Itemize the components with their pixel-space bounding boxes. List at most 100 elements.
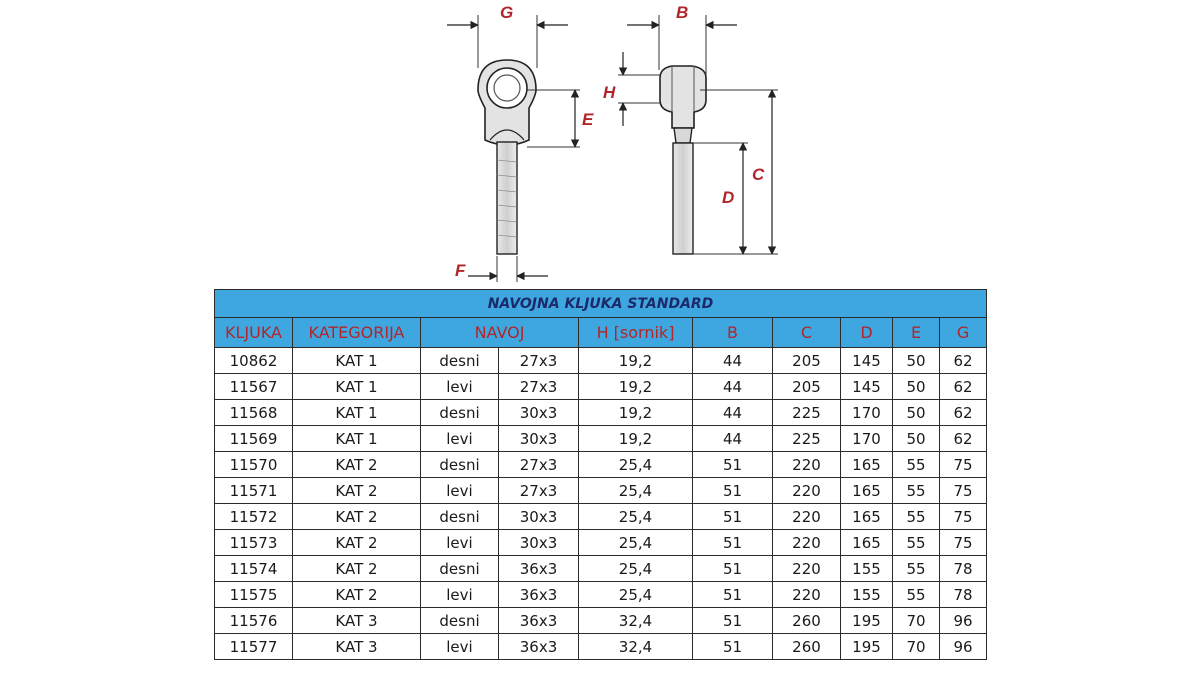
cell-navoj-dim: 27x3: [498, 477, 579, 504]
cell-c: 260: [772, 607, 841, 634]
front-view: G E F: [447, 3, 594, 282]
header-g: G: [938, 317, 988, 348]
cell-h-sornik: 25,4: [578, 451, 693, 478]
cell-navoj-dim: 36x3: [498, 581, 579, 608]
cell-kljuka: 11569: [214, 425, 293, 452]
cell-g: 78: [938, 581, 988, 608]
cell-navoj-dim: 36x3: [498, 633, 579, 660]
cell-c: 220: [772, 451, 841, 478]
cell-navoj-smer: desni: [420, 451, 499, 478]
table-title-row: NAVOJNA KLJUKA STANDARD: [213, 289, 988, 318]
table-title: NAVOJNA KLJUKA STANDARD: [213, 289, 988, 318]
cell-h-sornik: 32,4: [578, 633, 693, 660]
cell-e: 55: [892, 581, 940, 608]
header-kategorija: KATEGORIJA: [292, 317, 421, 348]
cell-g: 75: [938, 529, 988, 556]
cell-kategorija: KAT 1: [292, 399, 421, 426]
header-d: D: [840, 317, 893, 348]
cell-kategorija: KAT 3: [292, 607, 421, 634]
cell-kljuka: 11570: [214, 451, 293, 478]
cell-g: 75: [938, 451, 988, 478]
cell-navoj-dim: 36x3: [498, 607, 579, 634]
cell-c: 220: [772, 529, 841, 556]
cell-c: 225: [772, 399, 841, 426]
cell-navoj-smer: desni: [420, 607, 499, 634]
cell-e: 70: [892, 607, 940, 634]
cell-navoj-dim: 27x3: [498, 373, 579, 400]
label-f: F: [455, 261, 466, 280]
cell-h-sornik: 25,4: [578, 555, 693, 582]
cell-kategorija: KAT 2: [292, 503, 421, 530]
label-d: D: [722, 188, 734, 207]
cell-g: 78: [938, 555, 988, 582]
cell-kategorija: KAT 1: [292, 373, 421, 400]
cell-kljuka: 11575: [214, 581, 293, 608]
cell-navoj-smer: desni: [420, 399, 499, 426]
cell-d: 165: [840, 529, 893, 556]
cell-g: 62: [938, 373, 988, 400]
cell-kategorija: KAT 2: [292, 477, 421, 504]
cell-navoj-dim: 30x3: [498, 399, 579, 426]
cell-g: 75: [938, 477, 988, 504]
cell-d: 195: [840, 607, 893, 634]
cell-d: 195: [840, 633, 893, 660]
cell-h-sornik: 25,4: [578, 581, 693, 608]
cell-kategorija: KAT 2: [292, 581, 421, 608]
cell-c: 220: [772, 503, 841, 530]
cell-c: 260: [772, 633, 841, 660]
cell-h-sornik: 19,2: [578, 373, 693, 400]
cell-b: 51: [692, 633, 773, 660]
cell-d: 155: [840, 555, 893, 582]
cell-b: 51: [692, 477, 773, 504]
cell-e: 50: [892, 347, 940, 374]
cell-kljuka: 11567: [214, 373, 293, 400]
cell-kljuka: 11577: [214, 633, 293, 660]
cell-e: 70: [892, 633, 940, 660]
side-view: B H C D: [603, 3, 778, 255]
cell-d: 165: [840, 451, 893, 478]
cell-kategorija: KAT 3: [292, 633, 421, 660]
label-b: B: [676, 3, 688, 22]
cell-b: 44: [692, 373, 773, 400]
cell-navoj-smer: levi: [420, 529, 499, 556]
cell-navoj-dim: 36x3: [498, 555, 579, 582]
header-navoj: NAVOJ: [420, 317, 579, 348]
cell-navoj-dim: 27x3: [498, 451, 579, 478]
cell-navoj-smer: levi: [420, 581, 499, 608]
cell-c: 205: [772, 347, 841, 374]
cell-c: 225: [772, 425, 841, 452]
cell-b: 51: [692, 607, 773, 634]
cell-d: 155: [840, 581, 893, 608]
cell-b: 51: [692, 503, 773, 530]
cell-g: 62: [938, 425, 988, 452]
technical-drawing: G E F B: [447, 3, 778, 282]
header-c: C: [772, 317, 841, 348]
header-b: B: [692, 317, 773, 348]
cell-navoj-smer: desni: [420, 503, 499, 530]
cell-h-sornik: 19,2: [578, 347, 693, 374]
cell-g: 62: [938, 347, 988, 374]
cell-b: 44: [692, 399, 773, 426]
cell-navoj-smer: levi: [420, 373, 499, 400]
cell-kljuka: 11574: [214, 555, 293, 582]
label-e: E: [582, 110, 594, 129]
cell-kljuka: 11573: [214, 529, 293, 556]
cell-h-sornik: 25,4: [578, 477, 693, 504]
cell-d: 165: [840, 477, 893, 504]
cell-d: 170: [840, 399, 893, 426]
cell-c: 220: [772, 581, 841, 608]
cell-e: 50: [892, 399, 940, 426]
cell-navoj-smer: levi: [420, 633, 499, 660]
table-header-row: KLJUKA KATEGORIJA NAVOJ H [sornik] B C D…: [214, 317, 988, 348]
header-h-sornik: H [sornik]: [578, 317, 693, 348]
cell-e: 55: [892, 503, 940, 530]
cell-kljuka: 10862: [214, 347, 293, 374]
